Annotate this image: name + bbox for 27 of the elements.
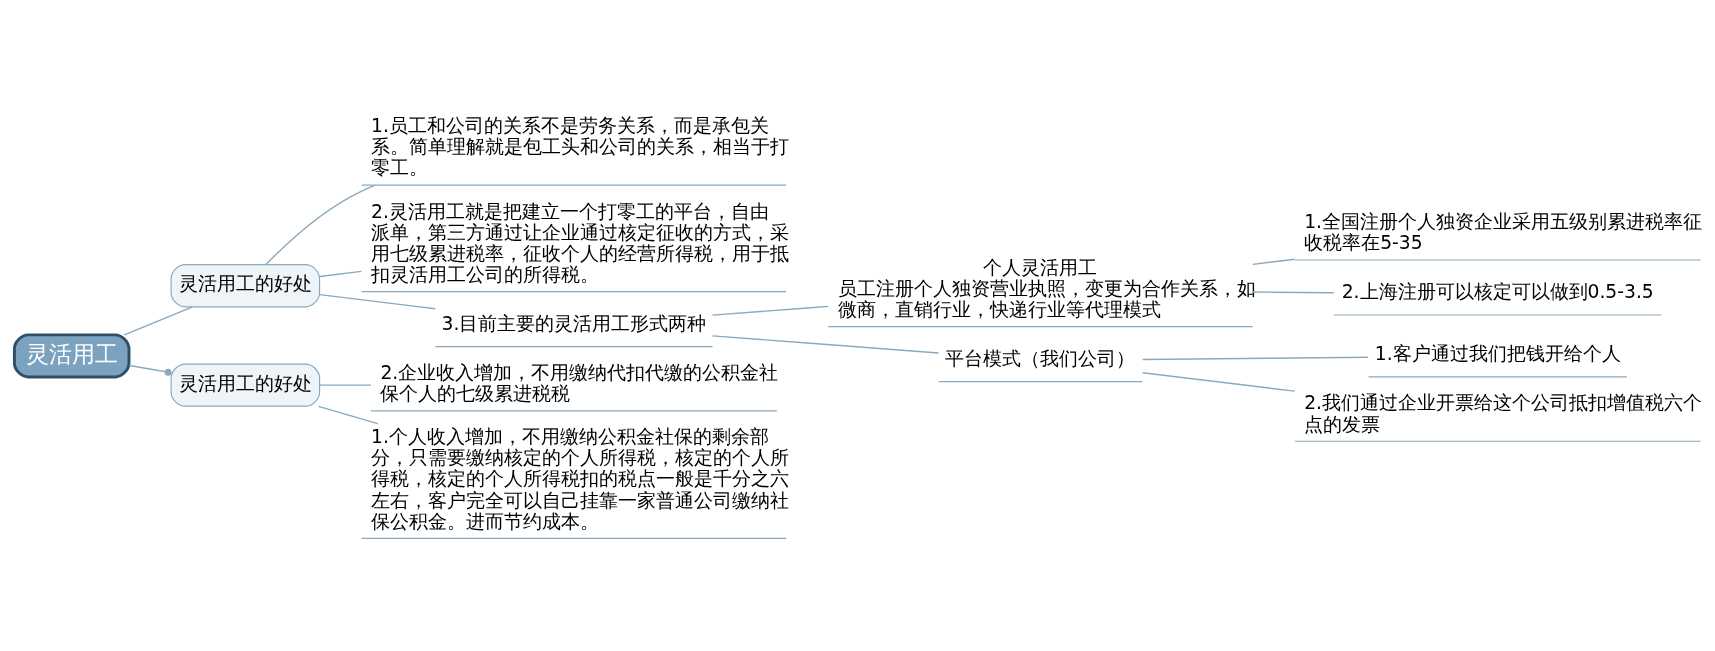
- node-box: 灵活用工的好处: [170, 264, 321, 308]
- node-text: 1.全国注册个人独资企业采用五级别累进税率征收税率在5-35: [1304, 211, 1703, 254]
- node-box: 灵活用工: [12, 333, 131, 379]
- connector: [319, 293, 436, 310]
- connector: [1141, 356, 1369, 361]
- connector: [1141, 372, 1296, 392]
- node-text: 2.我们通过企业开票给这个公司抵扣增值税六个点的发票: [1304, 392, 1703, 435]
- connector: [1252, 291, 1335, 294]
- node-text: 个人灵活用工 员工注册个人独资营业执照，变更为合作关系，如微商，直销行业，快递行业等代理模式: [837, 256, 1256, 320]
- node-text: 2.灵活用工就是把建立一个打零工的平台，自由派单，第三方通过让企业通过核定征收的方式，采用七级累进税率，征收个人的经营所得税，用于抵扣灵活用工公司的所得税。: [371, 200, 790, 285]
- connector: [319, 384, 372, 386]
- node-box: 灵活用工的好处: [170, 363, 321, 407]
- connector: [265, 184, 376, 266]
- node-text: 2.上海注册可以核定可以做到0.5-3.5: [1341, 281, 1654, 303]
- node-text: 1.客户通过我们把钱开给个人: [1374, 343, 1621, 365]
- connector: [128, 364, 172, 376]
- connector: [711, 335, 940, 354]
- node-text: 3.目前主要的灵活用工形式两种: [441, 312, 707, 334]
- connector: [1252, 258, 1296, 266]
- connector: [317, 405, 379, 425]
- node-text: 1.个人收入增加，不用缴纳公积金社保的剩余部分，只需要缴纳核定的个人所得税，核定的个人所得税，核定的个人所得税扣的税点一般是千分之六左右，客户完全可以自己挂靠一家普通公司缴纳社保公积金。进而节约成本。: [371, 426, 790, 532]
- node-text: 平台模式（我们公司）: [945, 348, 1136, 370]
- connector: [711, 305, 829, 316]
- node-text: 2.企业收入增加，不用缴纳代扣代缴的公积金社保个人的七级累进税税: [380, 362, 779, 405]
- connector: [319, 270, 363, 278]
- connector: [123, 306, 194, 336]
- node-text: 1.员工和公司的关系不是劳务关系，而是承包关系。简单理解就是包工头和公司的关系，相当于打零工。: [371, 115, 790, 179]
